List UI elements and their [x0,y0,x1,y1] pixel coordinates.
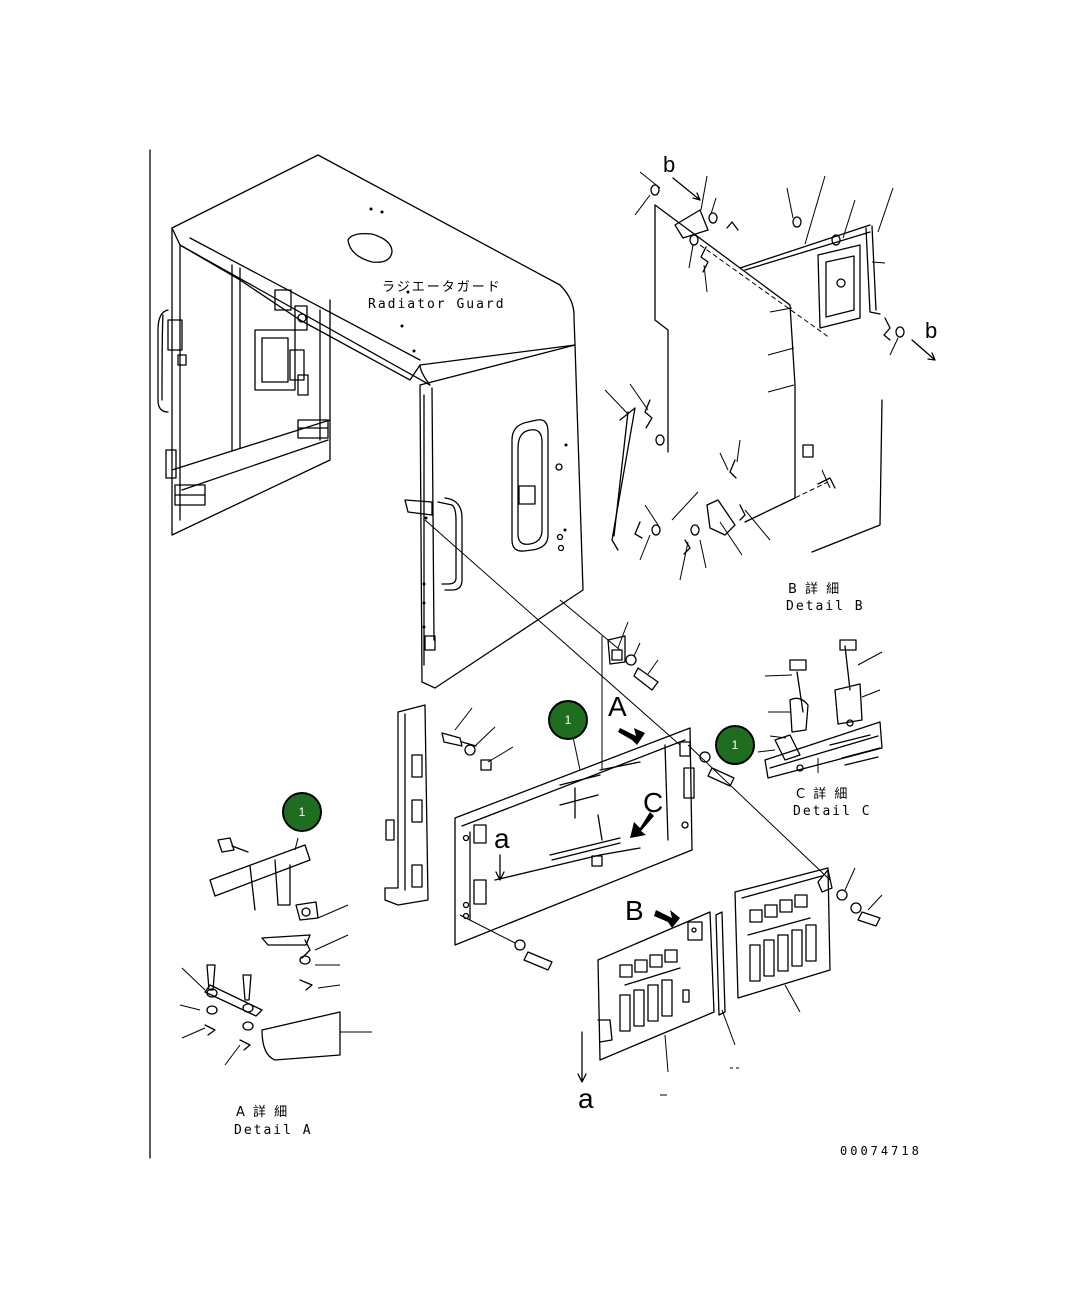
center-panel-drawing [384,621,735,971]
view-letter-C: C [643,787,663,818]
detail-b-drawing [604,171,905,581]
radiator-guard-label-en: Radiator Guard [368,297,506,312]
view-letter-b-right: b [925,318,937,343]
detail-a-label-en: Detail A [234,1123,313,1138]
view-arrow-A [618,728,645,745]
detail-c-label-jp: C 詳 細 [796,786,849,802]
view-letter-b-top: b [663,152,675,177]
view-letter-B: B [625,895,644,926]
view-arrow-C [630,812,654,838]
callout-1-left: 1 [282,792,322,832]
callout-number: 1 [299,805,306,819]
drawing-number: 00074718 [840,1144,922,1158]
detail-a-label-jp: A 詳 細 [236,1104,289,1120]
view-arrow-B [654,910,680,928]
bottom-panels-drawing [597,867,831,1096]
detail-c-label-en: Detail C [793,804,872,819]
view-letter-A: A [608,691,627,722]
detail-c-drawing [757,639,883,779]
radiator-guard-drawing [157,154,584,689]
view-arrow-a-bottom [577,1031,587,1083]
callout-number: 1 [732,738,739,752]
side-bolt-group [817,867,883,927]
view-arrow-b-top [672,177,701,201]
callout-1-right: 1 [715,725,755,765]
radiator-guard-label-jp: ラジエータガード [382,280,502,295]
detail-b-label-en: Detail B [786,599,865,614]
view-letter-a-center: a [494,823,510,854]
callout-circle [282,792,322,832]
view-letter-a-bottom: a [578,1083,594,1114]
view-arrow-a-center [495,854,505,881]
detail-b-label-jp: B 詳 細 [788,581,841,597]
detail-a-drawing [179,837,372,1066]
callout-circle [715,725,755,765]
callout-1-center: 1 [548,700,588,740]
callout-number: 1 [565,713,572,727]
view-arrow-b-right [911,339,936,361]
callout-circle [548,700,588,740]
